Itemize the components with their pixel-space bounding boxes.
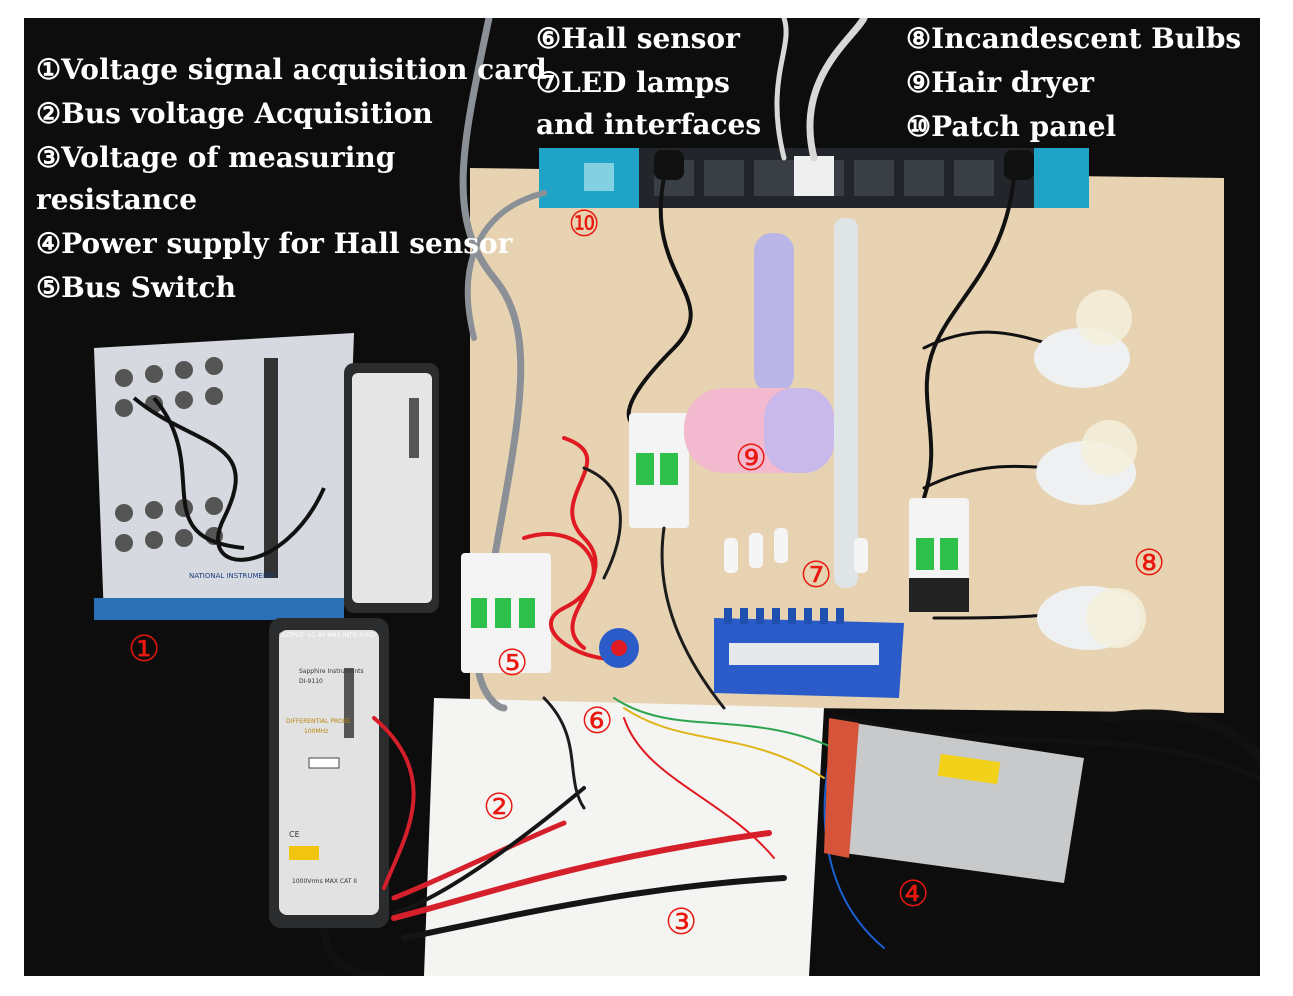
legend-item-1: ①Voltage signal acquisition card — [36, 53, 547, 86]
probe-bw-label: 100MHz — [304, 728, 329, 735]
differential-probe-1 — [344, 363, 439, 613]
legend-item-7-cont: and interfaces — [536, 108, 762, 141]
patch-panel — [539, 148, 1089, 208]
marker-6: ⑥ — [581, 701, 614, 742]
setup-photo: NATIONAL INSTRUMENTS OUTPUT: ±1.4V MAX I… — [24, 18, 1260, 976]
daq-card — [94, 333, 354, 620]
ni-brand-label: NATIONAL INSTRUMENTS — [189, 572, 277, 580]
breaker-group-2 — [629, 413, 689, 528]
led-tube — [834, 218, 858, 588]
probe-cat-label: 1000Vrms MAX CAT II — [292, 878, 357, 885]
probe-output-label: OUTPUT: ±1.4V MAX INTO 50KΩ — [279, 632, 376, 639]
legend-item-9: ⑨Hair dryer — [906, 66, 1095, 99]
marker-2: ② — [483, 787, 516, 828]
incandescent-bulbs — [1034, 290, 1146, 650]
probe-name-label: DIFFERENTIAL PROBE — [286, 718, 351, 725]
legend-right: ⑧Incandescent Bulbs ⑨Hair dryer ⑩Patch p… — [906, 17, 1241, 149]
legend-item-3: ③Voltage of measuring — [36, 141, 396, 174]
legend-item-8: ⑧Incandescent Bulbs — [906, 22, 1242, 55]
probe-ce-label: CE — [289, 830, 300, 839]
marker-1: ① — [128, 629, 161, 670]
hair-dryer — [684, 233, 834, 473]
breaker-group-1 — [461, 553, 551, 673]
differential-probe-2 — [269, 618, 389, 928]
marker-8: ⑧ — [1133, 543, 1166, 584]
photo-illustration — [24, 18, 1260, 976]
marker-4: ④ — [897, 874, 930, 915]
marker-7: ⑦ — [800, 555, 833, 596]
probe-model-label: DI-9110 — [299, 678, 323, 685]
breaker-group-3 — [909, 498, 969, 612]
probe-maker-label: Sapphire Instruments — [299, 668, 364, 675]
marker-5: ⑤ — [496, 643, 529, 684]
hall-sensor — [599, 628, 639, 668]
legend-item-3-cont: resistance — [36, 183, 198, 216]
legend-item-6: ⑥Hall sensor — [536, 22, 740, 55]
marker-9: ⑨ — [735, 438, 768, 479]
legend-item-2: ②Bus voltage Acquisition — [36, 97, 433, 130]
power-supply — [824, 718, 1084, 883]
paper-sheet — [424, 698, 824, 976]
legend-item-4: ④Power supply for Hall sensor — [36, 227, 513, 260]
led-terminal-block — [714, 528, 904, 698]
marker-10: ⑩ — [568, 204, 601, 245]
legend-item-7: ⑦LED lamps — [536, 66, 730, 99]
legend-item-5: ⑤Bus Switch — [36, 271, 236, 304]
legend-item-10: ⑩Patch panel — [906, 110, 1117, 143]
legend-left: ①Voltage signal acquisition card ②Bus vo… — [36, 48, 547, 310]
legend-middle: ⑥Hall sensor ⑦LED lamps and interfaces — [536, 17, 761, 147]
marker-3: ③ — [665, 902, 698, 943]
